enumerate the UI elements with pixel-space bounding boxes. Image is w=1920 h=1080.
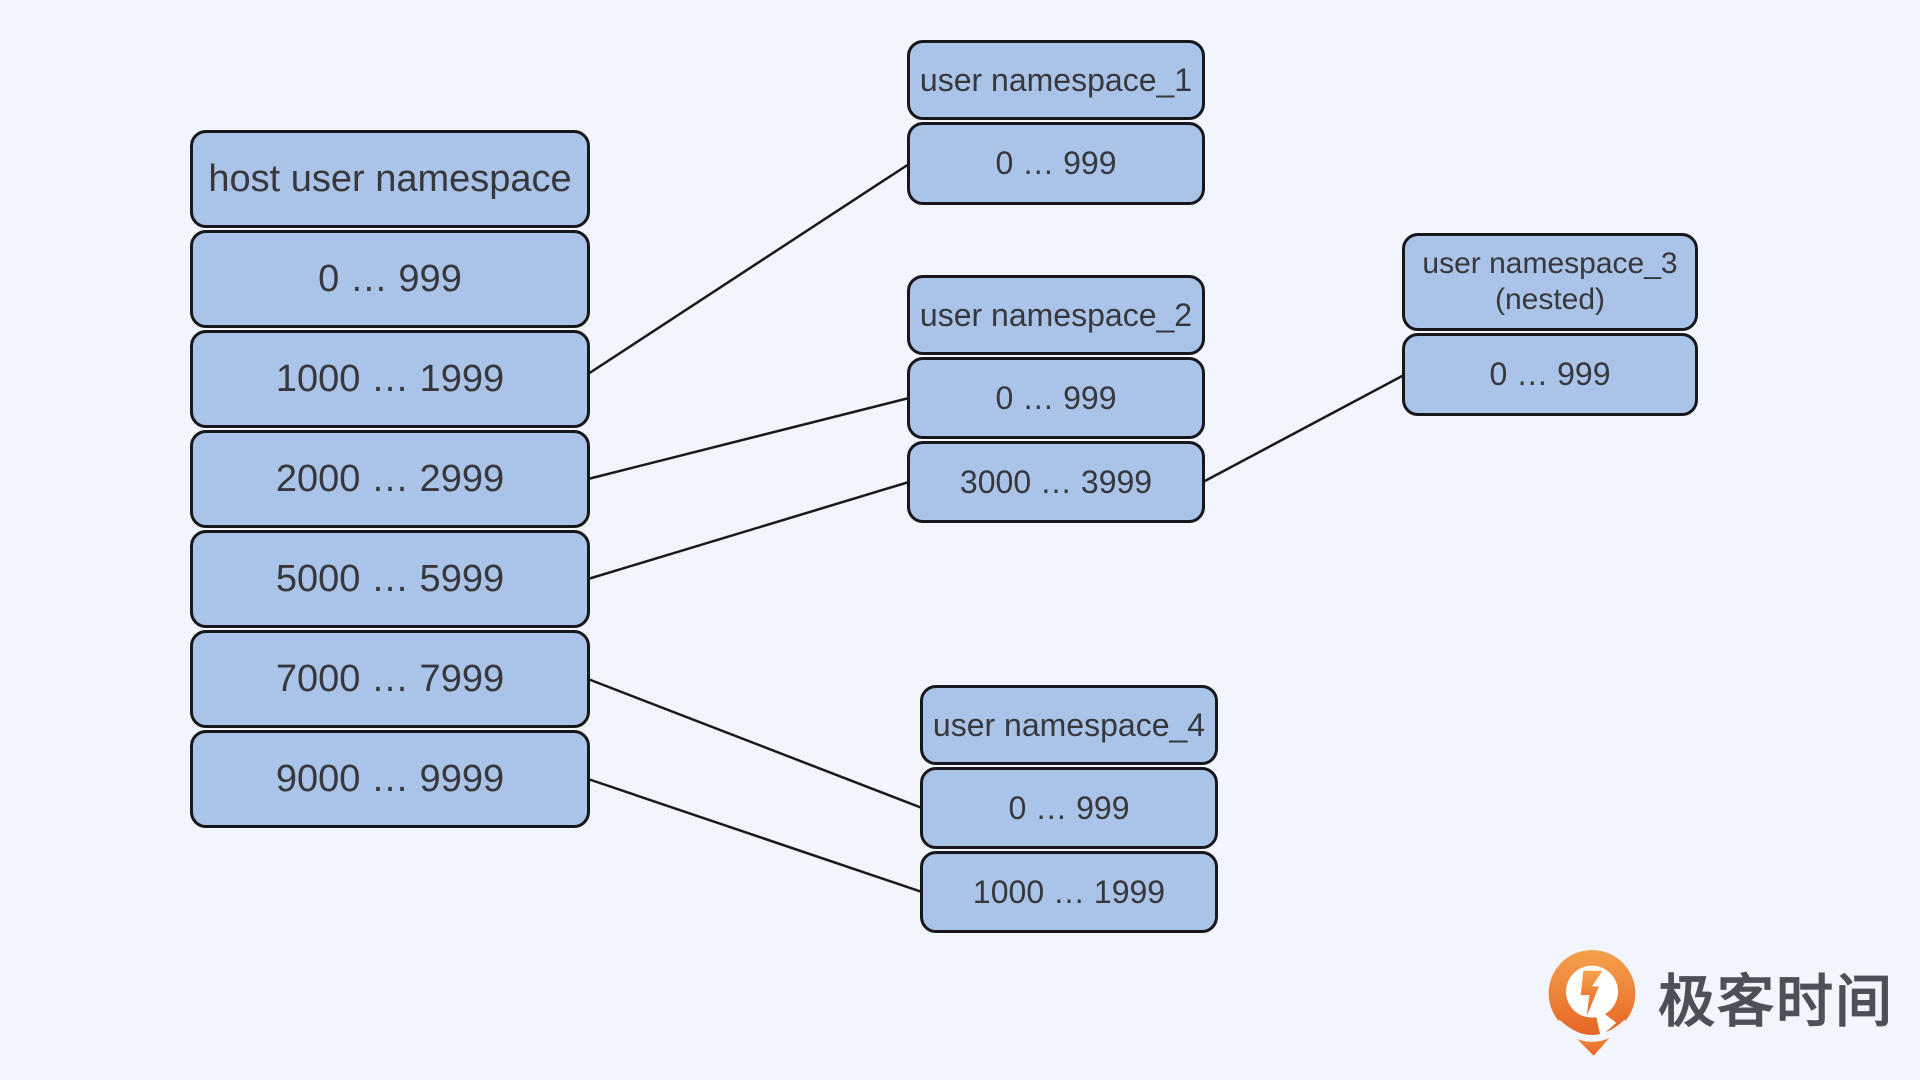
namespace3-title-line1: user namespace_3 xyxy=(1422,247,1678,280)
connection-line-host5000-ns2b xyxy=(587,480,910,581)
namespace1-range-0-999: 0 … 999 xyxy=(907,122,1205,205)
namespace2-title: user namespace_2 xyxy=(907,275,1205,355)
host-namespace-title: host user namespace xyxy=(190,130,590,228)
namespace4-range-0-999: 0 … 999 xyxy=(920,767,1218,849)
connection-line-host1000-ns1 xyxy=(587,162,910,376)
namespace3-title: user namespace_3 (nested) xyxy=(1402,233,1698,331)
host-range-1000-1999: 1000 … 1999 xyxy=(190,330,590,428)
namespace1-title: user namespace_1 xyxy=(907,40,1205,120)
connection-line-ns2b-ns3 xyxy=(1202,373,1405,484)
namespace4-range-1000-1999: 1000 … 1999 xyxy=(920,851,1218,933)
namespace4-title: user namespace_4 xyxy=(920,685,1218,765)
geektime-logo-text: 极客时间 xyxy=(1658,969,1894,1034)
geektime-logo-icon xyxy=(1548,950,1636,1056)
connection-line-host9000-ns4b xyxy=(587,777,923,894)
namespace3-title-line2: (nested) xyxy=(1494,283,1606,316)
namespace2-range-3000-3999: 3000 … 3999 xyxy=(907,441,1205,523)
host-range-7000-7999: 7000 … 7999 xyxy=(190,630,590,728)
connection-line-host7000-ns4a xyxy=(587,677,923,810)
namespace3-range-0-999: 0 … 999 xyxy=(1402,333,1698,416)
connection-line-host2000-ns2a xyxy=(587,396,910,481)
namespace2-range-0-999: 0 … 999 xyxy=(907,357,1205,439)
host-range-2000-2999: 2000 … 2999 xyxy=(190,430,590,528)
host-range-9000-9999: 9000 … 9999 xyxy=(190,730,590,828)
host-range-0-999: 0 … 999 xyxy=(190,230,590,328)
geektime-logo: 极客时间 xyxy=(1540,946,1894,1058)
host-range-5000-5999: 5000 … 5999 xyxy=(190,530,590,628)
